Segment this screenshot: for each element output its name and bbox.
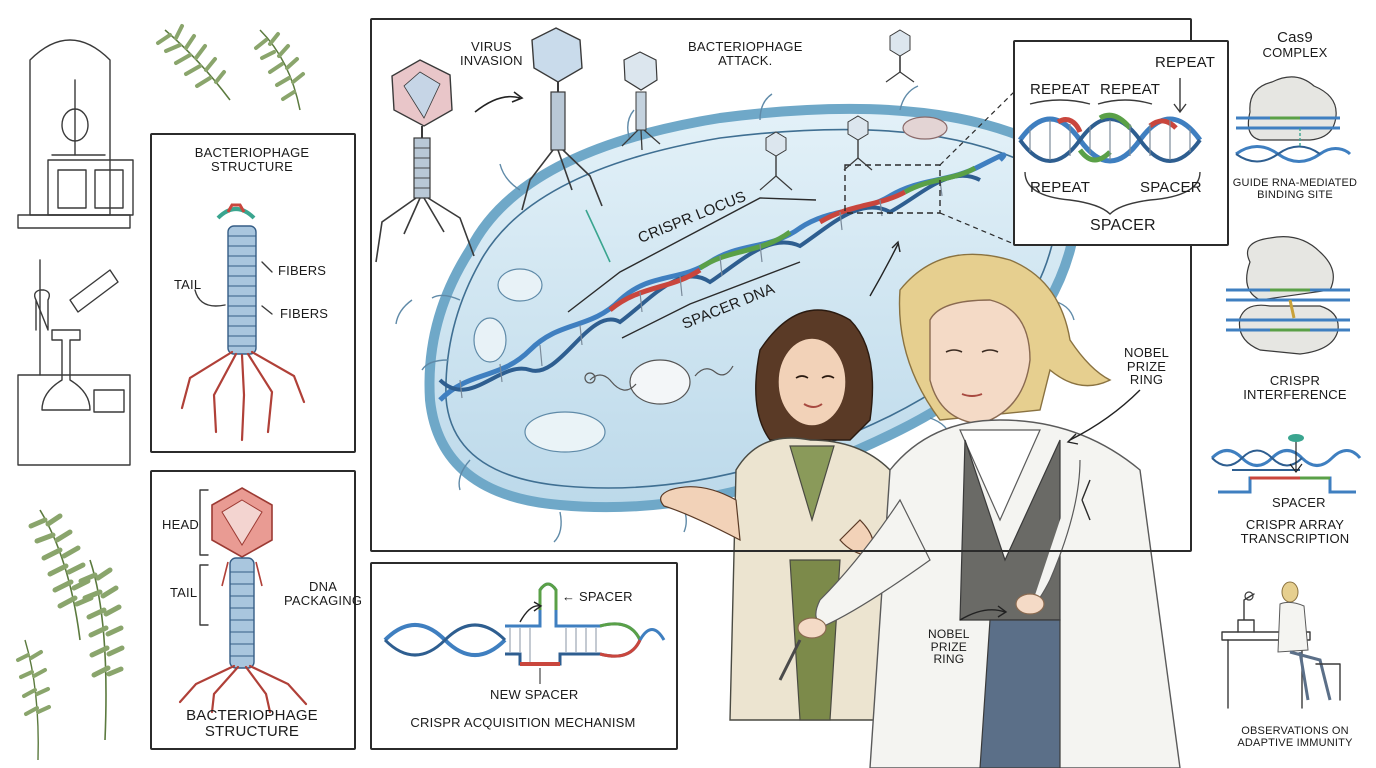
virus-invasion-label: VIRUS INVASION xyxy=(460,40,523,67)
guide-rna-label: GUIDE RNA-MEDIATED BINDING SITE xyxy=(1220,177,1370,201)
crispr-array-diagram xyxy=(1210,434,1362,494)
dna-packaging-label: DNA PACKAGING xyxy=(284,580,362,607)
label-line: TRANSCRIPTION xyxy=(1240,530,1350,546)
label-line: BACTERIOPHAGE xyxy=(688,39,803,54)
label-line: OBSERVATIONS ON xyxy=(1241,725,1349,737)
label-line: GUIDE RNA-MEDIATED xyxy=(1232,177,1358,189)
lab-flask-icon xyxy=(17,259,131,466)
repeat-label-4: REPEAT xyxy=(1030,179,1091,196)
label-line: BINDING SITE xyxy=(1257,188,1333,201)
scientist-blonde-hair xyxy=(778,253,1181,768)
repeat-label-2: REPEAT xyxy=(1100,81,1161,98)
head-label: HEAD xyxy=(162,517,199,532)
nobel-prize-ring-label-2: NOBEL PRIZE RING xyxy=(928,628,970,666)
label-line: NOBEL xyxy=(1124,345,1170,360)
phage-structure-title-bottom: BACTERIOPHAGE STRUCTURE xyxy=(150,708,354,740)
fibers-label-1: FIBERS xyxy=(278,263,327,278)
tail-label-top: TAIL xyxy=(174,277,202,292)
label-line: CRISPR xyxy=(1269,373,1321,388)
phage-structure-title-top: BACTERIOPHAGE STRUCTURE xyxy=(150,146,354,173)
tail-label-bottom: TAIL xyxy=(170,585,198,600)
label-line: CRISPR ARRAY xyxy=(1245,517,1345,532)
cas9-complex-diagram xyxy=(1235,76,1352,163)
repeat-label-3: REPEAT xyxy=(1155,54,1216,71)
crispr-interference-label: CRISPR INTERFERENCE xyxy=(1220,374,1370,401)
acquisition-title: CRISPR ACQUISITION MECHANISM xyxy=(410,715,636,730)
bacteriophage-icon xyxy=(375,27,915,297)
title-line: BACTERIOPHAGE xyxy=(194,145,310,160)
observations-label: OBSERVATIONS ON ADAPTIVE IMMUNITY xyxy=(1220,725,1370,749)
crispr-array-label: CRISPR ARRAY TRANSCRIPTION xyxy=(1220,518,1370,545)
bacteriophage-attack-label: BACTERIOPHAGE ATTACK. xyxy=(688,40,803,67)
repeat-label-1: REPEAT xyxy=(1030,81,1091,98)
crispr-dna-helix xyxy=(438,91,1015,402)
lab-bench-scene-top xyxy=(17,39,134,229)
bacterial-cell xyxy=(395,85,1101,543)
panel-acquisition xyxy=(370,562,678,750)
title-line: STRUCTURE xyxy=(211,158,293,174)
spacer-label-big: SPACER xyxy=(1090,217,1156,234)
label-line: INVASION xyxy=(460,52,523,68)
phage-diagram-bottom xyxy=(178,487,308,714)
microscope-icon xyxy=(1221,581,1341,709)
title-line: BACTERIOPHAGE xyxy=(186,707,318,724)
label-line: ATTACK. xyxy=(718,52,773,68)
label-line: DNA xyxy=(309,579,338,594)
title-line: STRUCTURE xyxy=(204,722,300,740)
fibers-label-2: FIBERS xyxy=(280,306,329,321)
right-spacer-label: SPACER xyxy=(1272,495,1326,510)
spacer-arrow-label: ← SPACER xyxy=(562,589,633,604)
label-line: COMPLEX xyxy=(1262,44,1328,60)
label-line: RING xyxy=(933,652,965,667)
new-spacer-label: NEW SPACER xyxy=(490,687,579,702)
fern-icon xyxy=(16,24,305,761)
label-line: PRIZE xyxy=(930,639,968,654)
label-line: RING xyxy=(1129,372,1164,388)
label-line: VIRUS xyxy=(471,39,512,54)
crispr-interference-diagram xyxy=(1226,236,1350,355)
spacer-label-small: SPACER xyxy=(1140,179,1202,196)
label-line: INTERFERENCE xyxy=(1243,386,1347,402)
label-line: PRIZE xyxy=(1126,358,1167,374)
label-line: Cas9 xyxy=(1277,29,1313,46)
panel-phage-structure-top xyxy=(150,133,356,453)
nobel-prize-ring-label-1: NOBEL PRIZE RING xyxy=(1124,346,1169,387)
cas9-complex-label: Cas9 COMPLEX xyxy=(1240,30,1350,59)
panel-main-cell xyxy=(370,18,1192,552)
phage-diagram-top xyxy=(180,203,306,442)
label-line: ADAPTIVE IMMUNITY xyxy=(1237,736,1353,749)
label-line: NOBEL xyxy=(928,627,970,641)
panel-phage-structure-bottom xyxy=(150,470,356,750)
label-line: PACKAGING xyxy=(284,592,363,608)
acquisition-diagram xyxy=(383,582,666,684)
